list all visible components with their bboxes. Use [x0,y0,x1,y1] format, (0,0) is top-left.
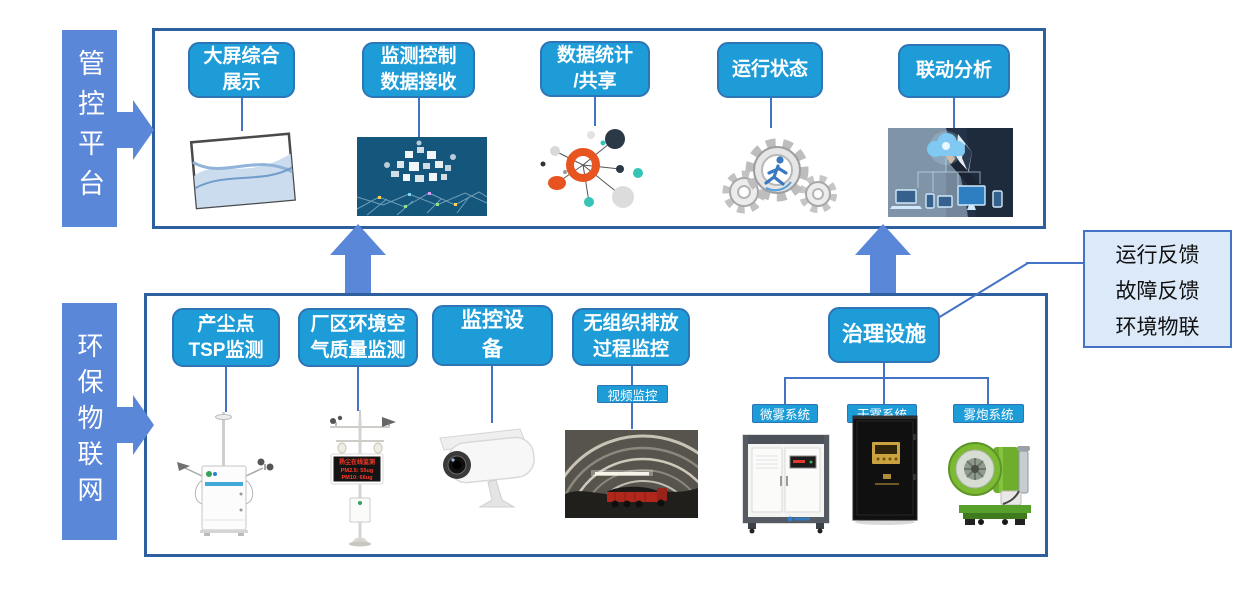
right-arrow-icon [133,395,154,455]
dry-fog-cabinet-image [845,414,925,527]
module-monitor-control-data: 监测控制 数据接收 [362,42,475,98]
monitor-screen-image [186,128,298,216]
connector-line [631,403,633,429]
connector-line [883,377,885,404]
fog-cannon-image [945,427,1037,530]
connector-line [784,377,988,379]
micro-fog-machine-image [740,432,832,535]
subsystem-box-fog-cannon: 雾炮系统 [953,404,1024,423]
connector-line [225,367,227,412]
connector-line [241,98,243,131]
connector-line [770,98,772,128]
air-display-pm25: PM2.5: 55ug [341,468,374,474]
side-label-iot: 环保物联网 [62,303,117,540]
video-tag-box: 视频监控 [597,385,668,403]
module-surveillance-equipment: 监控设 备 [432,305,553,366]
module-linkage-analysis: 联动分析 [898,44,1010,98]
air-quality-station-image: 扬尘在线监测 PM2.5: 55ug PM10: 66ug [318,410,402,548]
connector-line [953,98,955,128]
right-arrow-icon [117,407,134,443]
up-arrow-icon [330,224,386,293]
iot-cloud-network-image [357,137,487,216]
connector-line [1026,262,1083,264]
tsp-monitor-station-image [175,412,275,536]
module-treatment-facilities: 治理设施 [828,307,940,363]
cctv-camera-image [432,424,547,512]
module-big-screen-display: 大屏综合 展示 [188,42,295,98]
right-arrow-icon [117,112,134,148]
right-arrow-icon [133,100,154,160]
connector-line [594,97,596,126]
module-data-statistics-share: 数据统计 /共享 [540,41,650,97]
connector-line [418,98,420,137]
connector-line [491,366,493,423]
data-network-nodes-image [535,125,650,218]
module-air-quality-monitoring: 厂区环境空 气质量监测 [298,308,418,367]
up-arrow-icon [855,224,911,293]
air-display-pm10: PM10: 66ug [341,475,373,481]
air-display-title: 扬尘在线监测 [339,458,375,466]
side-label-platform: 管控平台 [62,30,117,227]
cloud-touch-businessman-image [888,128,1013,217]
connector-line [987,377,989,404]
connector-line [357,367,359,411]
connector-line [631,366,633,385]
module-tsp-monitoring: 产尘点 TSP监测 [172,308,280,367]
connector-line [784,377,786,404]
connector-line [930,258,1030,322]
module-running-status: 运行状态 [717,42,823,98]
module-fugitive-emission-monitoring: 无组织排放 过程监控 [572,308,690,366]
connector-line [883,363,885,378]
gears-running-man-image [708,128,842,218]
subsystem-box-micro-fog: 微雾系统 [752,404,818,423]
coal-shed-truck-image [565,430,698,518]
feedback-box: 运行反馈 故障反馈 环境物联 [1083,230,1232,348]
